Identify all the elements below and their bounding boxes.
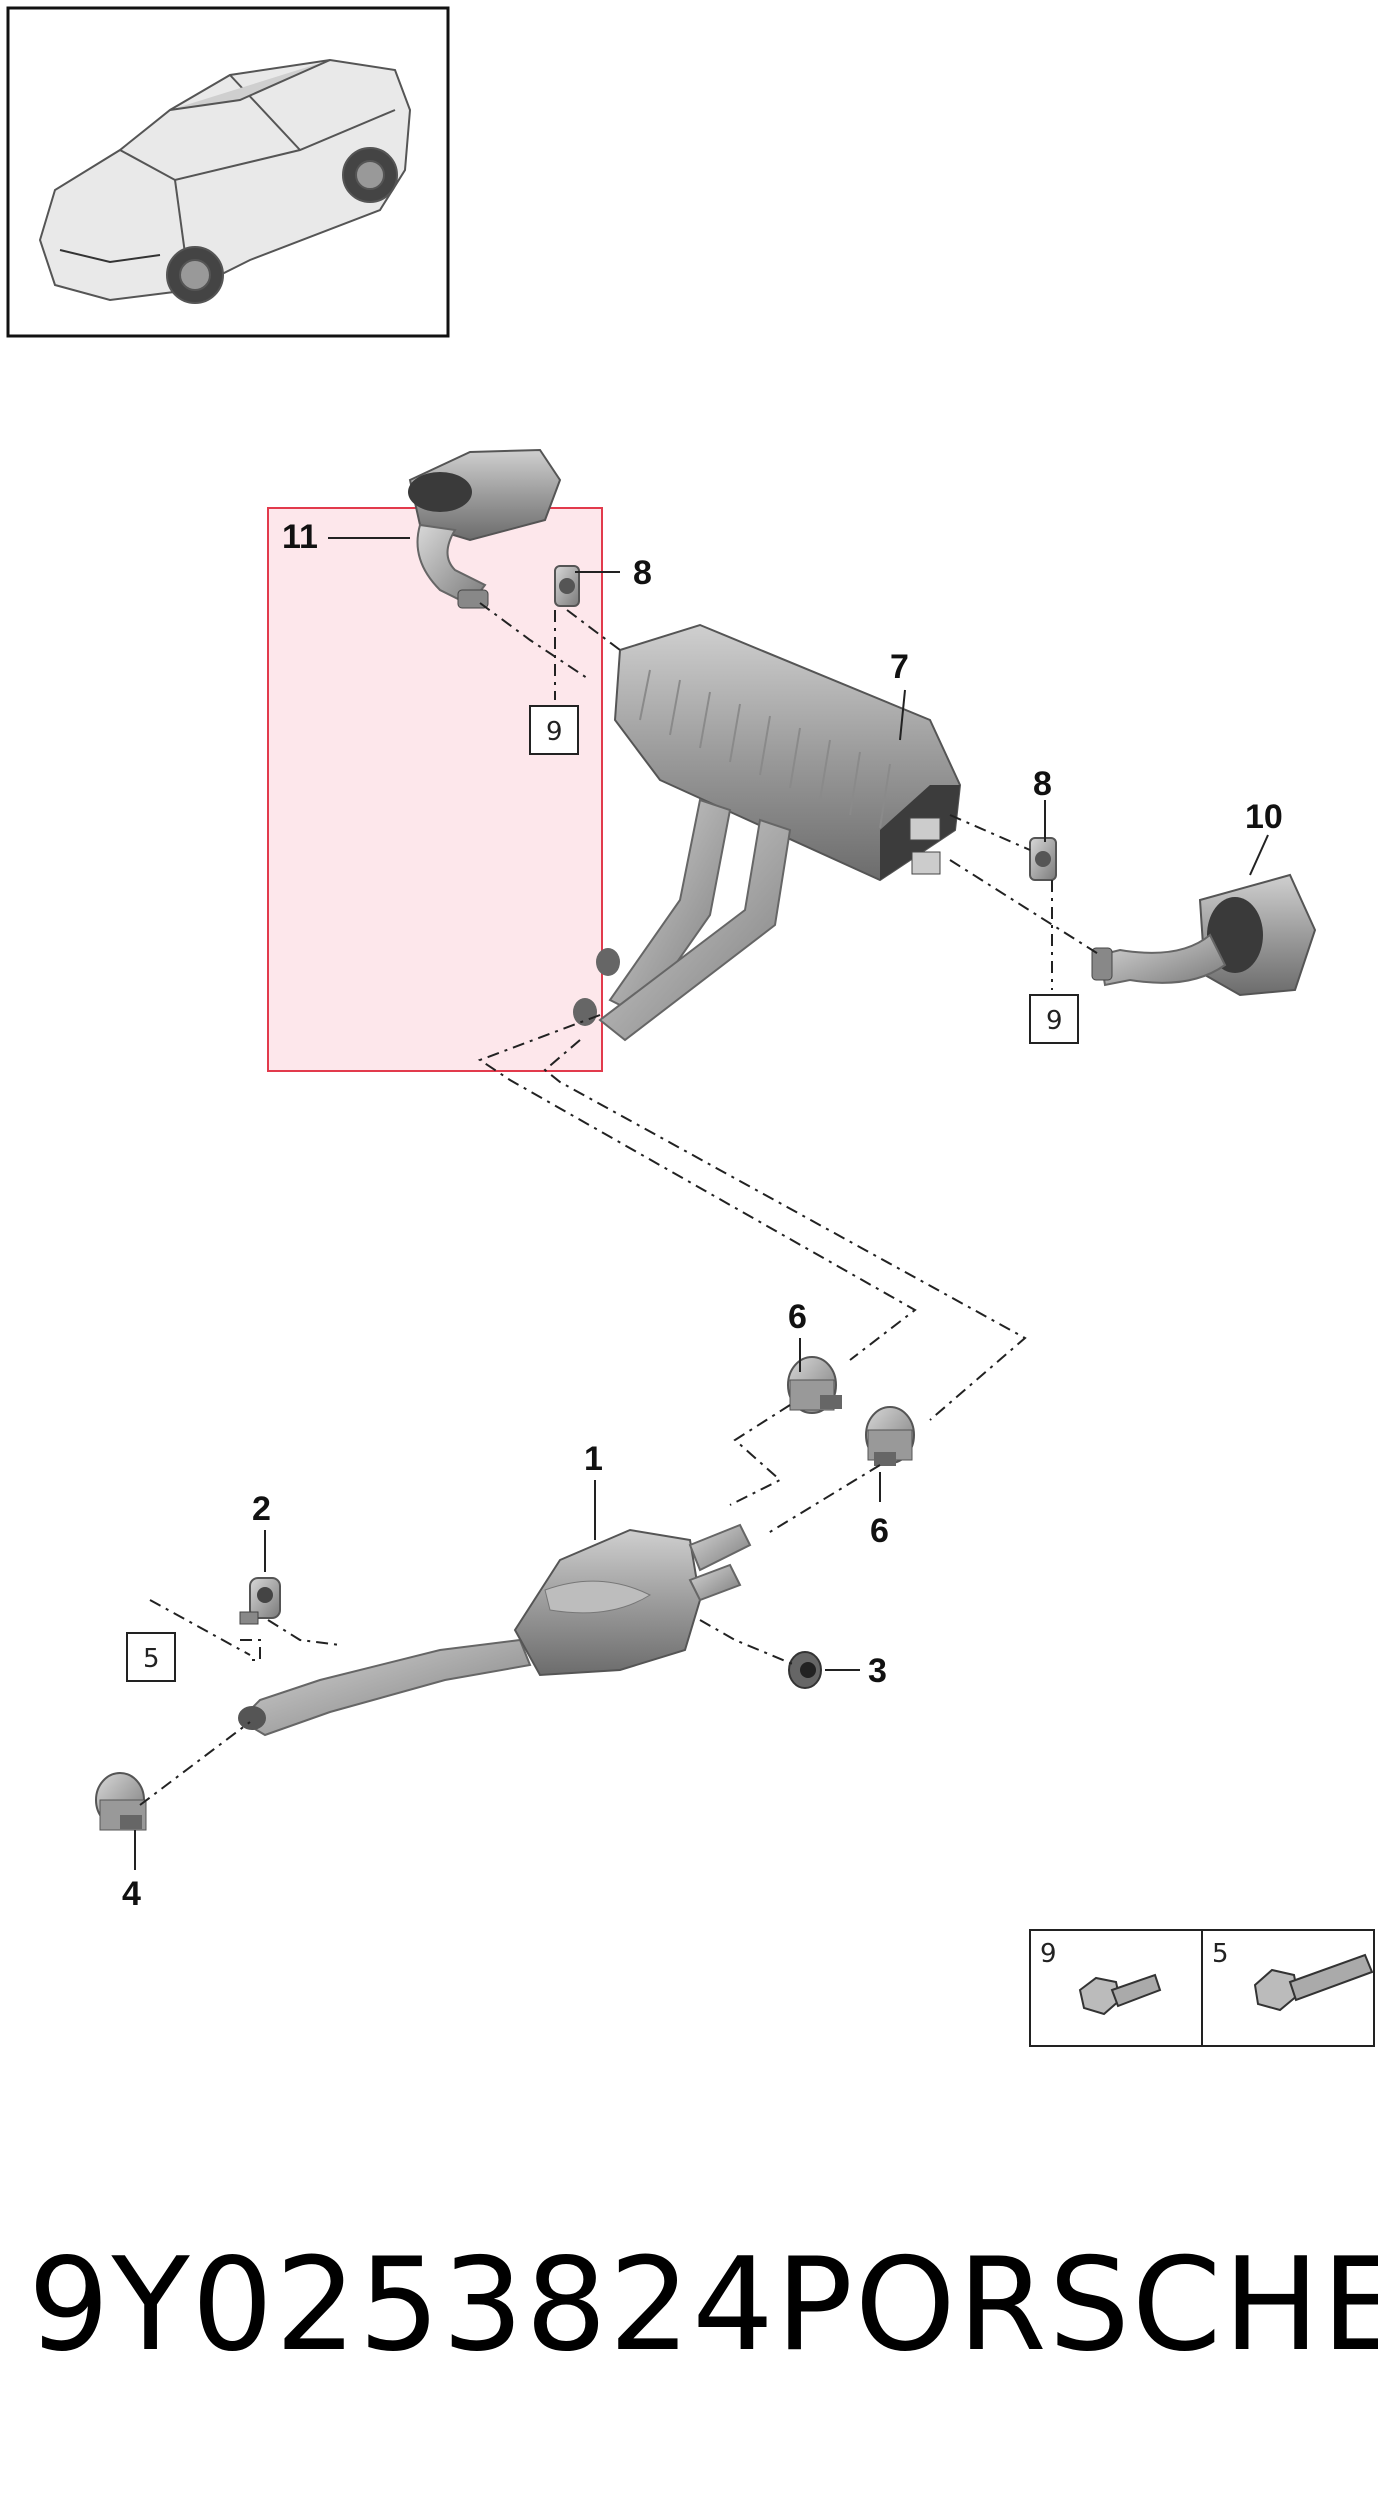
ref-box-9-right: 9	[1029, 994, 1079, 1044]
part-8-upper-clamp	[554, 565, 580, 607]
bolt-legend: 9 5	[1029, 1929, 1375, 2047]
callout-2: 2	[252, 1490, 271, 1528]
part-6-upper-clamp	[787, 1356, 842, 1414]
part-7-rear-silencer	[573, 623, 962, 1042]
footer: 9Y0253824 PORSCHE	[28, 2225, 1378, 2385]
part-6-lower-clamp	[865, 1406, 915, 1466]
callout-10: 10	[1245, 798, 1283, 836]
bolt-5-icon	[1253, 1953, 1374, 2012]
highlight-region	[267, 507, 603, 1072]
callout-8-upper: 8	[633, 554, 652, 592]
part-2-bracket	[239, 1577, 281, 1625]
part-number: 9Y0253824	[28, 2230, 776, 2380]
part-11-left-tailpipe	[408, 448, 562, 609]
callout-6-upper: 6	[788, 1298, 807, 1336]
part-10-right-tailpipe	[1091, 873, 1317, 997]
ref-box-5: 5	[126, 1632, 176, 1682]
assembly-lines	[139, 602, 1101, 1806]
vehicle-thumbnail	[6, 6, 450, 338]
brand-name: PORSCHE	[775, 2230, 1378, 2380]
part-3-rubber-mount	[788, 1651, 822, 1689]
leader-lines	[134, 537, 1269, 1870]
part-4-front-clamp	[95, 1772, 147, 1831]
callout-11: 11	[282, 518, 318, 556]
callout-6-lower: 6	[870, 1512, 889, 1550]
suv-illustration	[38, 58, 412, 304]
callout-3: 3	[868, 1652, 887, 1690]
part-8-right-clamp	[1029, 837, 1057, 881]
callout-4: 4	[122, 1875, 141, 1913]
ref-box-9-upper-label: 9	[546, 717, 563, 747]
ref-box-9-upper: 9	[529, 705, 579, 755]
legend-bolt-9-label: 9	[1040, 1939, 1057, 1969]
callout-7: 7	[890, 648, 909, 686]
part-1-centre-silencer	[238, 1523, 752, 1737]
ref-box-5-label: 5	[143, 1644, 160, 1674]
bolt-9-icon	[1078, 1973, 1162, 2016]
callout-8-right: 8	[1033, 765, 1052, 803]
callout-1: 1	[584, 1440, 603, 1478]
legend-bolt-5-label: 5	[1212, 1939, 1229, 1969]
ref-box-9-right-label: 9	[1046, 1006, 1063, 1036]
